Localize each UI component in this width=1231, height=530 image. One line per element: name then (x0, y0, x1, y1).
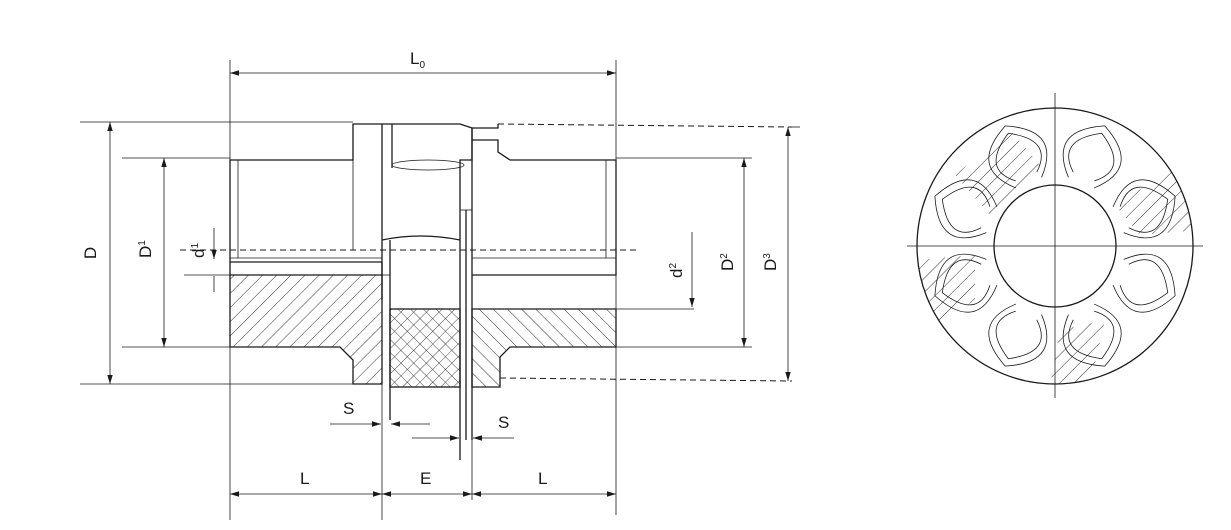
end-view-jaw-inner-outline (1068, 310, 1115, 360)
end-view (907, 93, 1203, 398)
label-d2: d2 (667, 263, 686, 278)
end-view-jaw-inner-outline (1119, 259, 1169, 306)
end-view-jaw-outline (988, 303, 1048, 367)
side-view: L0 D D1 d1 d2 D2 D3 S S L E L (80, 49, 800, 520)
label-d1: d1 (189, 243, 208, 258)
end-view-hatch-left (917, 255, 975, 330)
label-S-right: S (498, 413, 509, 432)
label-L-left: L (300, 469, 309, 488)
end-view-hatch-right (1115, 165, 1193, 235)
label-L-right: L (538, 469, 547, 488)
end-view-jaw-outline (1112, 179, 1176, 239)
left-hub (229, 123, 390, 385)
end-view-jaw-outline (1062, 125, 1122, 189)
left-hub-section (229, 274, 383, 385)
label-S-left: S (343, 399, 354, 418)
right-hub (471, 124, 617, 388)
label-E: E (420, 469, 431, 488)
end-view-jaw-inner-outline (995, 132, 1042, 182)
end-view-jaw-outline (1112, 253, 1176, 313)
label-D2: D2 (718, 253, 737, 271)
end-view-hatch-bottom (1050, 320, 1105, 384)
end-view-hatch-top-left (955, 130, 1040, 215)
end-view-jaw-outline (934, 253, 998, 313)
label-D3: D3 (761, 253, 780, 271)
end-view-jaw-outline (988, 125, 1048, 189)
end-view-jaw-outline (1062, 303, 1122, 367)
label-L0: L0 (410, 49, 425, 71)
end-view-jaw-outline (934, 179, 998, 239)
spider-section (389, 308, 461, 388)
end-view-jaw-inner-outline (1119, 186, 1169, 233)
end-view-jaw-inner-outline (941, 186, 991, 233)
spider-element (381, 123, 473, 460)
end-view-jaw-inner-outline (995, 310, 1042, 360)
end-view-jaw-inner-outline (1068, 132, 1115, 182)
right-hub-section (471, 308, 617, 388)
label-D1: D1 (136, 240, 155, 258)
label-D: D (81, 247, 100, 259)
end-view-jaw-inner-outline (941, 259, 991, 306)
